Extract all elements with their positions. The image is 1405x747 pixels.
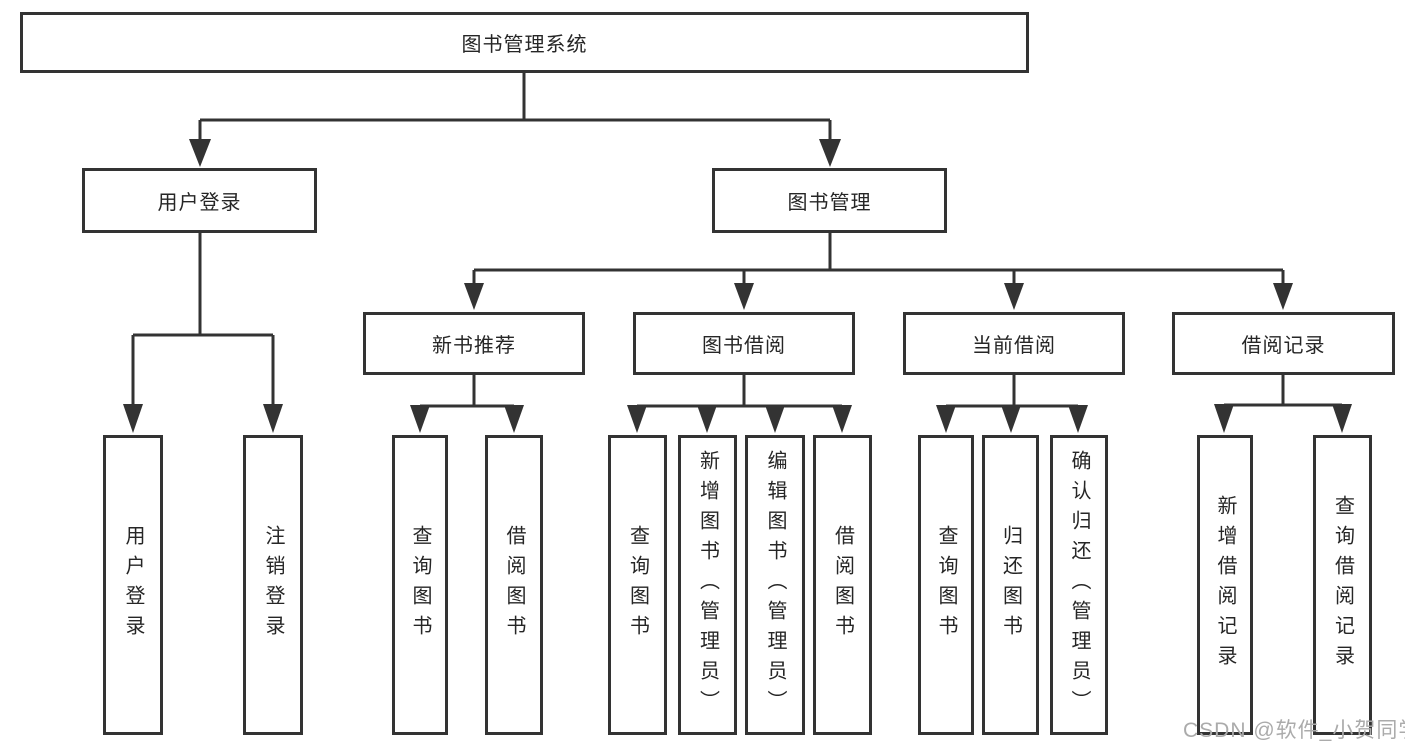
arrow-down-icon — [1004, 283, 1024, 310]
leaf-edit-books-admin-label: 编辑图书（管理员） — [764, 450, 786, 720]
node-book-borrow: 图书借阅 — [633, 312, 855, 375]
node-root: 图书管理系统 — [20, 12, 1029, 73]
connector-new-book-recommend — [410, 375, 524, 433]
node-new-book-recommend: 新书推荐 — [363, 312, 585, 375]
leaf-add-books-admin-label: 新增图书（管理员） — [696, 450, 719, 720]
connector-book-management — [464, 233, 1293, 310]
node-new-book-recommend-label: 新书推荐 — [432, 335, 516, 357]
arrow-down-icon — [765, 405, 785, 433]
arrow-down-icon — [504, 405, 524, 433]
leaf-user-login: 用户登录 — [103, 435, 163, 735]
arrow-down-icon — [697, 405, 717, 433]
node-book-management: 图书管理 — [712, 168, 947, 233]
arrow-down-icon — [263, 404, 283, 433]
csdn-watermark: CSDN @软件_小贺同学 — [1183, 719, 1405, 742]
arrow-down-icon — [936, 405, 956, 433]
leaf-return-books-label: 归还图书 — [999, 525, 1022, 645]
node-borrow-record: 借阅记录 — [1172, 312, 1395, 375]
leaf-add-books-admin: 新增图书（管理员） — [678, 435, 737, 735]
connector-root — [189, 73, 841, 167]
leaf-logout: 注销登录 — [243, 435, 303, 735]
leaf-borrow-books: 借阅图书 — [813, 435, 872, 735]
connector-borrow-record — [1214, 375, 1352, 433]
node-book-borrow-label: 图书借阅 — [702, 335, 786, 357]
node-current-borrow: 当前借阅 — [903, 312, 1125, 375]
leaf-return-books: 归还图书 — [982, 435, 1039, 735]
node-root-label: 图书管理系统 — [461, 34, 588, 56]
node-book-management-label: 图书管理 — [787, 192, 872, 214]
arrow-down-icon — [123, 404, 143, 433]
arrow-down-icon — [1068, 405, 1088, 433]
arrow-down-icon — [410, 405, 430, 433]
arrow-down-icon — [819, 139, 841, 167]
leaf-user-login-label: 用户登录 — [122, 525, 144, 645]
leaf-query-borrow-record: 查询借阅记录 — [1313, 435, 1372, 735]
leaf-logout-label: 注销登录 — [262, 525, 284, 645]
leaf-borrow-query-books-label: 查询图书 — [626, 525, 649, 645]
leaf-add-borrow-record-label: 新增借阅记录 — [1214, 495, 1236, 675]
node-borrow-record-label: 借阅记录 — [1241, 335, 1326, 357]
leaf-borrow-query-books: 查询图书 — [608, 435, 667, 735]
leaf-confirm-return-admin-label: 确认归还（管理员） — [1068, 450, 1090, 720]
arrow-down-icon — [1332, 404, 1352, 433]
arrow-down-icon — [832, 405, 852, 433]
arrow-down-icon — [464, 283, 484, 310]
leaf-borrow-books-label: 借阅图书 — [831, 525, 854, 645]
connector-book-borrow — [627, 375, 852, 433]
node-current-borrow-label: 当前借阅 — [972, 335, 1056, 357]
node-user-login: 用户登录 — [82, 168, 317, 233]
arrow-down-icon — [1214, 404, 1234, 433]
arrow-down-icon — [734, 283, 754, 310]
leaf-confirm-return-admin: 确认归还（管理员） — [1050, 435, 1108, 735]
arrow-down-icon — [1001, 405, 1021, 433]
arrow-down-icon — [627, 405, 647, 433]
node-user-login-label: 用户登录 — [157, 192, 242, 214]
connector-user-login — [123, 233, 283, 433]
leaf-query-borrow-record-label: 查询借阅记录 — [1331, 495, 1354, 675]
leaf-recommend-borrow-books: 借阅图书 — [485, 435, 543, 735]
leaf-recommend-borrow-books-label: 借阅图书 — [503, 525, 525, 645]
arrow-down-icon — [1273, 283, 1293, 310]
arrow-down-icon — [189, 139, 211, 167]
leaf-current-query-books: 查询图书 — [918, 435, 974, 735]
connector-current-borrow — [936, 375, 1088, 433]
leaf-recommend-query-books: 查询图书 — [392, 435, 448, 735]
leaf-recommend-query-books-label: 查询图书 — [409, 525, 431, 645]
leaf-edit-books-admin: 编辑图书（管理员） — [745, 435, 805, 735]
leaf-add-borrow-record: 新增借阅记录 — [1197, 435, 1253, 735]
leaf-current-query-books-label: 查询图书 — [935, 525, 957, 645]
